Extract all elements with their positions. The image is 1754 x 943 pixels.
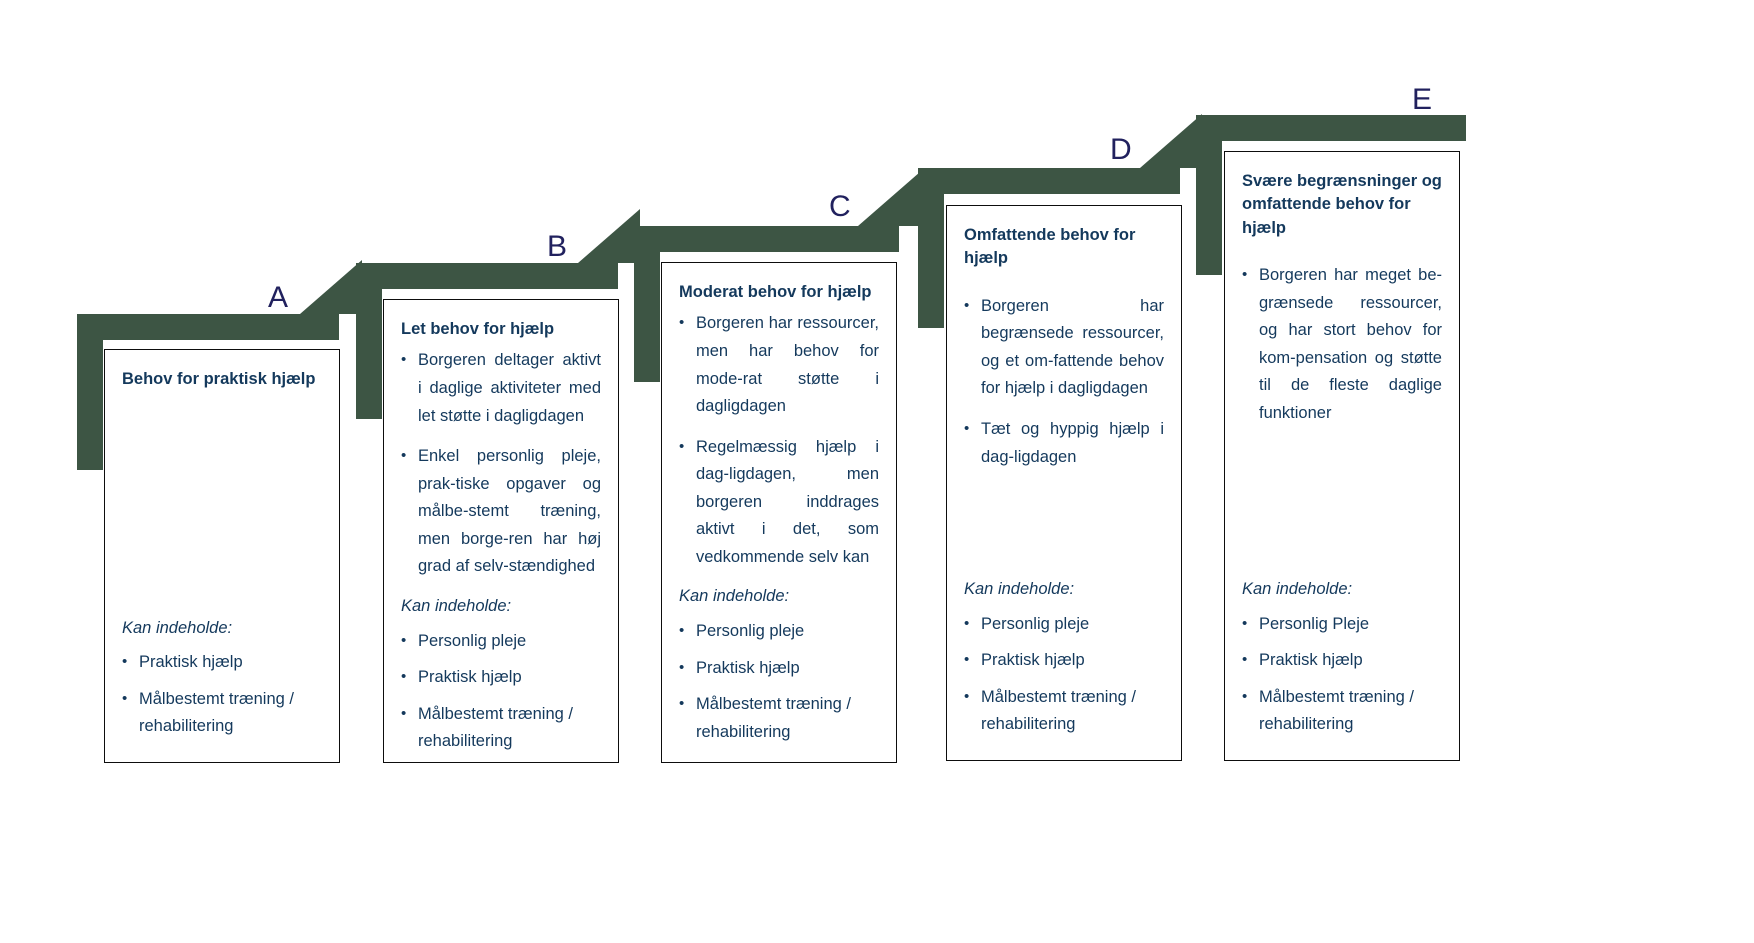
step-e-bracket-left — [1196, 115, 1222, 275]
step-a-letter: A — [268, 281, 289, 314]
card-e-spacer — [1242, 441, 1442, 578]
list-item: Personlig Pleje — [1242, 611, 1442, 639]
step-b-bracket-left — [356, 263, 382, 419]
step-a-bracket-left — [77, 314, 103, 470]
list-item: Målbestemt træning / rehabilitering — [679, 691, 879, 746]
card-c-kan-label: Kan indeholde: — [679, 587, 790, 606]
card-e[interactable]: Svære begrænsninger og omfattende behov … — [1224, 151, 1460, 761]
list-item: Praktisk hjælp — [122, 649, 322, 677]
list-item: Målbestemt træning / rehabilitering — [1242, 684, 1442, 739]
card-a-kan-label: Kan indeholde: — [122, 618, 233, 637]
card-a-spacer — [122, 397, 322, 615]
card-b-kan-list: Personlig pleje Praktisk hjælp Målbestem… — [401, 628, 601, 765]
step-e-bracket-top — [1196, 115, 1466, 141]
step-d-bracket-top — [918, 168, 1180, 194]
list-item: Målbestemt træning / rehabilitering — [964, 684, 1164, 739]
list-item: Borgeren har meget be-grænsede ressource… — [1242, 262, 1442, 427]
step-d-arrow-icon — [1140, 114, 1202, 168]
card-b[interactable]: Let behov for hjælp Borgeren deltager ak… — [383, 299, 619, 763]
step-c-letter: C — [829, 190, 851, 223]
card-d-description-list: Borgeren har begrænsede ressourcer, og e… — [964, 293, 1164, 484]
card-b-description-list: Borgeren deltager aktivt i daglige aktiv… — [401, 347, 601, 593]
step-d-bracket — [918, 168, 1180, 328]
list-item: Borgeren har ressourcer, men har behov f… — [679, 310, 879, 420]
card-e-title-gap — [1242, 246, 1442, 262]
step-c-bracket-top — [634, 226, 899, 252]
card-d-title: Omfattende behov for hjælp — [964, 226, 1136, 268]
step-c-bracket — [634, 226, 899, 382]
card-d-kan-label: Kan indeholde: — [964, 580, 1075, 599]
list-item: Borgeren har begrænsede ressourcer, og e… — [964, 293, 1164, 403]
card-a[interactable]: Behov for praktisk hjælp Kan indeholde: … — [104, 349, 340, 763]
card-b-kan-label: Kan indeholde: — [401, 596, 512, 615]
list-item: Borgeren deltager aktivt i daglige aktiv… — [401, 347, 601, 430]
step-d-letter: D — [1110, 133, 1132, 166]
step-b-bracket-top — [356, 263, 618, 289]
step-e-bracket — [1196, 115, 1466, 275]
card-d-spacer — [964, 484, 1164, 577]
list-item: Praktisk hjælp — [401, 664, 601, 692]
step-a-bracket-top — [77, 314, 339, 340]
step-a-arrow-icon — [300, 260, 362, 314]
list-item: Praktisk hjælp — [1242, 647, 1442, 675]
list-item: Personlig pleje — [964, 611, 1164, 639]
list-item: Tæt og hyppig hjælp i dag-ligdagen — [964, 416, 1164, 471]
list-item: Regelmæssig hjælp i dag-ligdagen, men bo… — [679, 434, 879, 572]
card-d-title-gap — [964, 277, 1164, 293]
step-a-bracket — [77, 314, 339, 470]
card-c-description-list: Borgeren har ressourcer, men har behov f… — [679, 310, 879, 584]
list-item: Enkel personlig pleje, prak-tiske opgave… — [401, 443, 601, 581]
list-item: Målbestemt træning / rehabilitering — [401, 701, 601, 756]
step-b-bracket — [356, 263, 618, 419]
step-c-arrow-icon — [858, 172, 920, 226]
card-e-kan-list: Personlig Pleje Praktisk hjælp Målbestem… — [1242, 611, 1442, 748]
step-e-letter: E — [1412, 83, 1433, 116]
card-e-description-list: Borgeren har meget be-grænsede ressource… — [1242, 262, 1442, 440]
card-e-kan-label: Kan indeholde: — [1242, 580, 1353, 599]
list-item: Personlig pleje — [679, 618, 879, 646]
list-item: Praktisk hjælp — [964, 647, 1164, 675]
card-c-title: Moderat behov for hjælp — [679, 283, 872, 301]
card-d[interactable]: Omfattende behov for hjælp Borgeren har … — [946, 205, 1182, 761]
card-e-title: Svære begrænsninger og omfattende behov … — [1242, 172, 1442, 237]
list-item: Praktisk hjælp — [679, 655, 879, 683]
card-a-kan-list: Praktisk hjælp Målbestemt træning / reha… — [122, 649, 322, 750]
step-b-arrow-icon — [578, 209, 640, 263]
list-item: Personlig pleje — [401, 628, 601, 656]
card-a-title: Behov for praktisk hjælp — [122, 370, 316, 388]
card-c-kan-list: Personlig pleje Praktisk hjælp Målbestem… — [679, 618, 879, 755]
step-d-bracket-left — [918, 168, 944, 328]
step-b-letter: B — [547, 230, 568, 263]
card-c[interactable]: Moderat behov for hjælp Borgeren har res… — [661, 262, 897, 763]
step-c-bracket-left — [634, 226, 660, 382]
card-b-title: Let behov for hjælp — [401, 320, 555, 338]
list-item: Målbestemt træning / rehabilitering — [122, 686, 322, 741]
card-d-kan-list: Personlig pleje Praktisk hjælp Målbestem… — [964, 611, 1164, 748]
